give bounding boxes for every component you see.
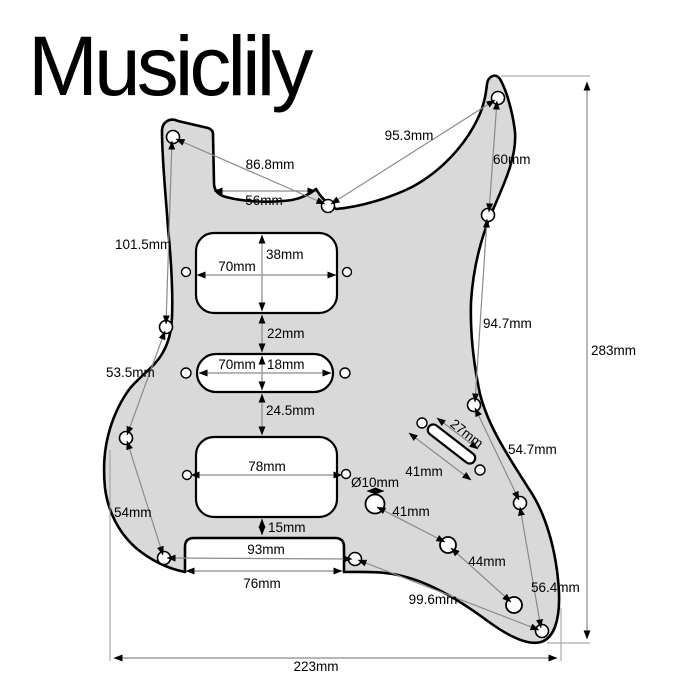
dim-label-overall-height: 283mm [591,343,636,358]
dim-label-pot-spacing-second: 44mm [468,554,506,569]
brand-logo: Musiclily [28,19,313,113]
dim-label-tremolo-screw-spacing: 93mm [247,542,285,557]
mounting-screw-hole [466,397,482,413]
dim-label-upper-right-screw-spacing: 60mm [493,152,531,167]
dim-line-tremolo-screws [166,554,353,563]
pickup-screw-hole [339,367,351,379]
dim-label-switch-screw-spacing: 41mm [405,464,443,479]
dim-line-right-upper-screws [472,218,490,403]
mounting-screw-hole [320,198,336,214]
mounting-screw-hole [165,129,181,145]
dim-line-left-middle-screws [126,330,166,436]
bridge-humbucker-cutout [194,435,339,519]
dim-label-neck-pickup-height: 38mm [266,247,304,262]
mounting-screw-hole [534,623,550,639]
dim-label-middle-pickup-height: 18mm [267,357,305,372]
dim-label-right-screw-spacing-middle: 54.7mm [508,442,557,457]
dimension-lines [113,81,591,662]
pickup-screw-hole [181,469,193,481]
dim-line-pot-spacing-2 [450,547,512,603]
extension-lines [109,75,590,661]
dim-line-pot-spacing-1 [376,506,446,543]
neck-humbucker-cutout [194,231,339,315]
dim-line-bottom-screw-diag [357,559,540,631]
dim-label-right-screw-spacing-upper: 94.7mm [483,316,532,331]
pickup-screw-hole [341,266,353,278]
dim-label-left-screw-spacing-middle: 53.5mm [106,365,155,380]
dim-label-middle-bridge-gap: 24.5mm [266,403,315,418]
pickup-screw-hole [340,468,352,480]
dim-label-tremolo-slot-width: 76mm [243,576,281,591]
mounting-screw-hole [480,207,496,223]
dim-label-neck-pocket-width: 56mm [245,193,283,208]
dim-label-pot-spacing-first: 41mm [392,504,430,519]
dim-label-upper-left-screw-spacing: 101.5mm [115,237,171,252]
dim-label-neck-pickup-width: 70mm [218,259,256,274]
pickup-screw-hole [180,266,192,278]
dim-label-horn-screw-diag: 95.3mm [385,128,434,143]
dim-label-pot-hole-diameter: Ø10mm [351,475,399,490]
dim-line-upper-right-screws [486,100,500,213]
dim-line-switch-screw-spacing [408,432,472,481]
dim-line-horn-screw-diag [330,99,496,205]
dim-label-bridge-tremolo-gap: 15mm [268,520,306,535]
dim-line-left-lower-screws [126,440,164,556]
dim-label-middle-pickup-width: 70mm [218,357,256,372]
dim-line-upper-left-screws [162,140,176,325]
dim-label-bridge-screw-span: 78mm [248,459,286,474]
dim-label-left-screw-spacing-lower: 54mm [114,505,152,520]
dim-label-right-screw-spacing-lower: 56.4mm [531,580,580,595]
mounting-screw-hole [118,430,134,446]
dim-label-neck-middle-gap: 22mm [267,326,305,341]
dim-label-overall-width: 223mm [293,659,338,674]
mounting-screw-hole [490,90,506,106]
switch-screw-hole [474,464,486,476]
dim-label-neck-screw-diag: 86.8mm [246,157,295,172]
pot-hole [364,493,386,515]
dim-label-bottom-screw-diag: 99.6mm [409,592,458,607]
switch-screw-hole [416,417,428,429]
dim-line-right-middle-screws [474,407,520,501]
pickup-screw-hole [180,367,192,379]
